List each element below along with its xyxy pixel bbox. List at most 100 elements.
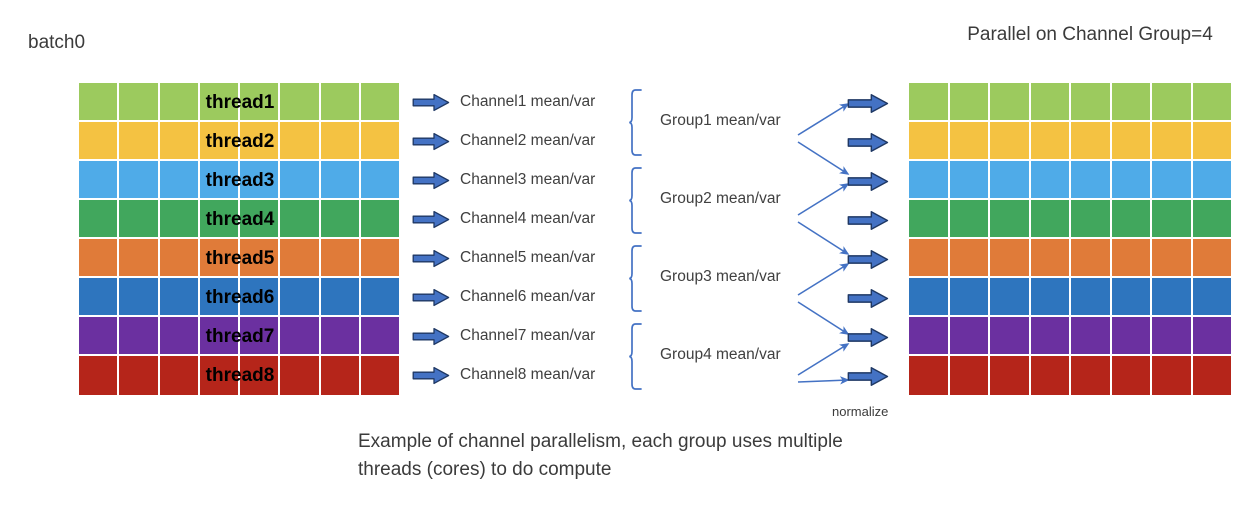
right-grid-cell xyxy=(1030,356,1071,395)
diagram-caption: Example of channel parallelism, each gro… xyxy=(358,431,843,480)
left-grid-cell xyxy=(320,83,361,122)
left-grid-cell xyxy=(360,356,401,395)
right-grid-cell xyxy=(949,161,990,200)
left-grid-cell xyxy=(79,317,120,356)
left-grid-cell xyxy=(280,239,321,278)
right-grid-cell xyxy=(909,356,950,395)
channel-label: Channel5 mean/var xyxy=(460,248,596,266)
right-grid-cell xyxy=(1071,356,1112,395)
left-grid-cell xyxy=(320,356,361,395)
left-grid-cell xyxy=(360,122,401,161)
right-grid-cell xyxy=(949,278,990,317)
right-grid-cell xyxy=(1111,317,1152,356)
left-grid-cell xyxy=(240,83,281,122)
left-grid-cell xyxy=(119,239,160,278)
right-grid-cell xyxy=(1030,317,1071,356)
left-grid-cell xyxy=(280,356,321,395)
channel-label: Channel4 mean/var xyxy=(460,209,596,227)
left-grid-cell xyxy=(159,317,200,356)
batch-label: batch0 xyxy=(28,32,86,53)
left-grid-cell xyxy=(360,200,401,239)
right-block-arrow-icon xyxy=(846,93,890,114)
right-grid-cell xyxy=(1192,83,1231,122)
left-grid-cell xyxy=(240,278,281,317)
right-block-arrow-icon xyxy=(846,132,890,153)
channel-label: Channel6 mean/var xyxy=(460,287,596,305)
right-grid-cell xyxy=(949,200,990,239)
right-grid-cell xyxy=(1030,278,1071,317)
left-grid-cell xyxy=(240,239,281,278)
group-brace xyxy=(628,88,644,156)
right-block-arrow-icon xyxy=(412,132,450,151)
left-grid-cell xyxy=(79,239,120,278)
channel-label: Channel7 mean/var xyxy=(460,326,596,344)
right-grid-cell xyxy=(1152,278,1193,317)
left-grid-cell xyxy=(199,317,240,356)
left-grid-cell xyxy=(199,200,240,239)
right-grid-row xyxy=(909,122,1231,161)
left-grid-cell xyxy=(159,239,200,278)
left-grid-cell xyxy=(199,161,240,200)
right-grid-cell xyxy=(1030,122,1071,161)
left-grid-cell xyxy=(280,278,321,317)
right-grid-cell xyxy=(909,200,950,239)
right-grid-row xyxy=(909,278,1231,317)
right-grid-cell xyxy=(1152,317,1193,356)
group-label: Group1 mean/var xyxy=(660,112,781,129)
left-grid-cell xyxy=(159,122,200,161)
left-grid-cell xyxy=(79,161,120,200)
right-grid-cell xyxy=(990,356,1031,395)
right-grid-cell xyxy=(1030,161,1071,200)
right-block-arrow-icon xyxy=(412,249,450,268)
channel-label: Channel1 mean/var xyxy=(460,92,596,110)
right-grid-cell xyxy=(1152,356,1193,395)
left-grid-cell xyxy=(79,356,120,395)
left-grid-cell xyxy=(199,122,240,161)
right-grid-cell xyxy=(1192,239,1231,278)
left-grid-row: thread4 xyxy=(79,200,401,239)
left-grid-row: thread2 xyxy=(79,122,401,161)
right-grid-cell xyxy=(1111,356,1152,395)
left-grid-cell xyxy=(199,356,240,395)
left-grid-cell xyxy=(159,278,200,317)
right-grid-cell xyxy=(1192,317,1231,356)
left-grid-row: thread6 xyxy=(79,278,401,317)
left-grid-cell xyxy=(119,161,160,200)
group-brace xyxy=(628,322,644,390)
left-grid-cell xyxy=(280,317,321,356)
left-grid-cell xyxy=(320,161,361,200)
left-grid-cell xyxy=(119,83,160,122)
group-label: Group2 mean/var xyxy=(660,190,781,207)
right-grid-cell xyxy=(1192,356,1231,395)
right-grid-cell xyxy=(1192,278,1231,317)
left-grid-cell xyxy=(360,278,401,317)
right-grid-cell xyxy=(1030,239,1071,278)
right-grid-cell xyxy=(990,317,1031,356)
group-label: Group4 mean/var xyxy=(660,346,781,363)
right-grid-cell xyxy=(909,278,950,317)
left-grid-cell xyxy=(320,278,361,317)
right-grid-cell xyxy=(1030,200,1071,239)
right-grid-cell xyxy=(1192,122,1231,161)
right-block-arrow-icon xyxy=(846,366,890,387)
left-grid-row: thread7 xyxy=(79,317,401,356)
channel-label: Channel3 mean/var xyxy=(460,170,596,188)
right-grid-cell xyxy=(1152,161,1193,200)
right-block-arrow-icon xyxy=(846,210,890,231)
left-grid-cell xyxy=(159,356,200,395)
left-grid-cell xyxy=(360,317,401,356)
left-grid-cell xyxy=(199,239,240,278)
right-grid-cell xyxy=(909,317,950,356)
left-grid-cell xyxy=(320,317,361,356)
left-grid-cell xyxy=(360,161,401,200)
right-grid-cell xyxy=(990,278,1031,317)
right-grid-cell xyxy=(1111,83,1152,122)
normalize-label: normalize xyxy=(832,404,889,419)
left-grid-cell xyxy=(119,200,160,239)
right-grid-cell xyxy=(1192,161,1231,200)
right-grid-cell xyxy=(1071,83,1112,122)
right-block-arrow-icon xyxy=(412,288,450,307)
right-grid-title: Parallel on Channel Group=4 xyxy=(967,24,1213,45)
left-grid-cell xyxy=(79,122,120,161)
